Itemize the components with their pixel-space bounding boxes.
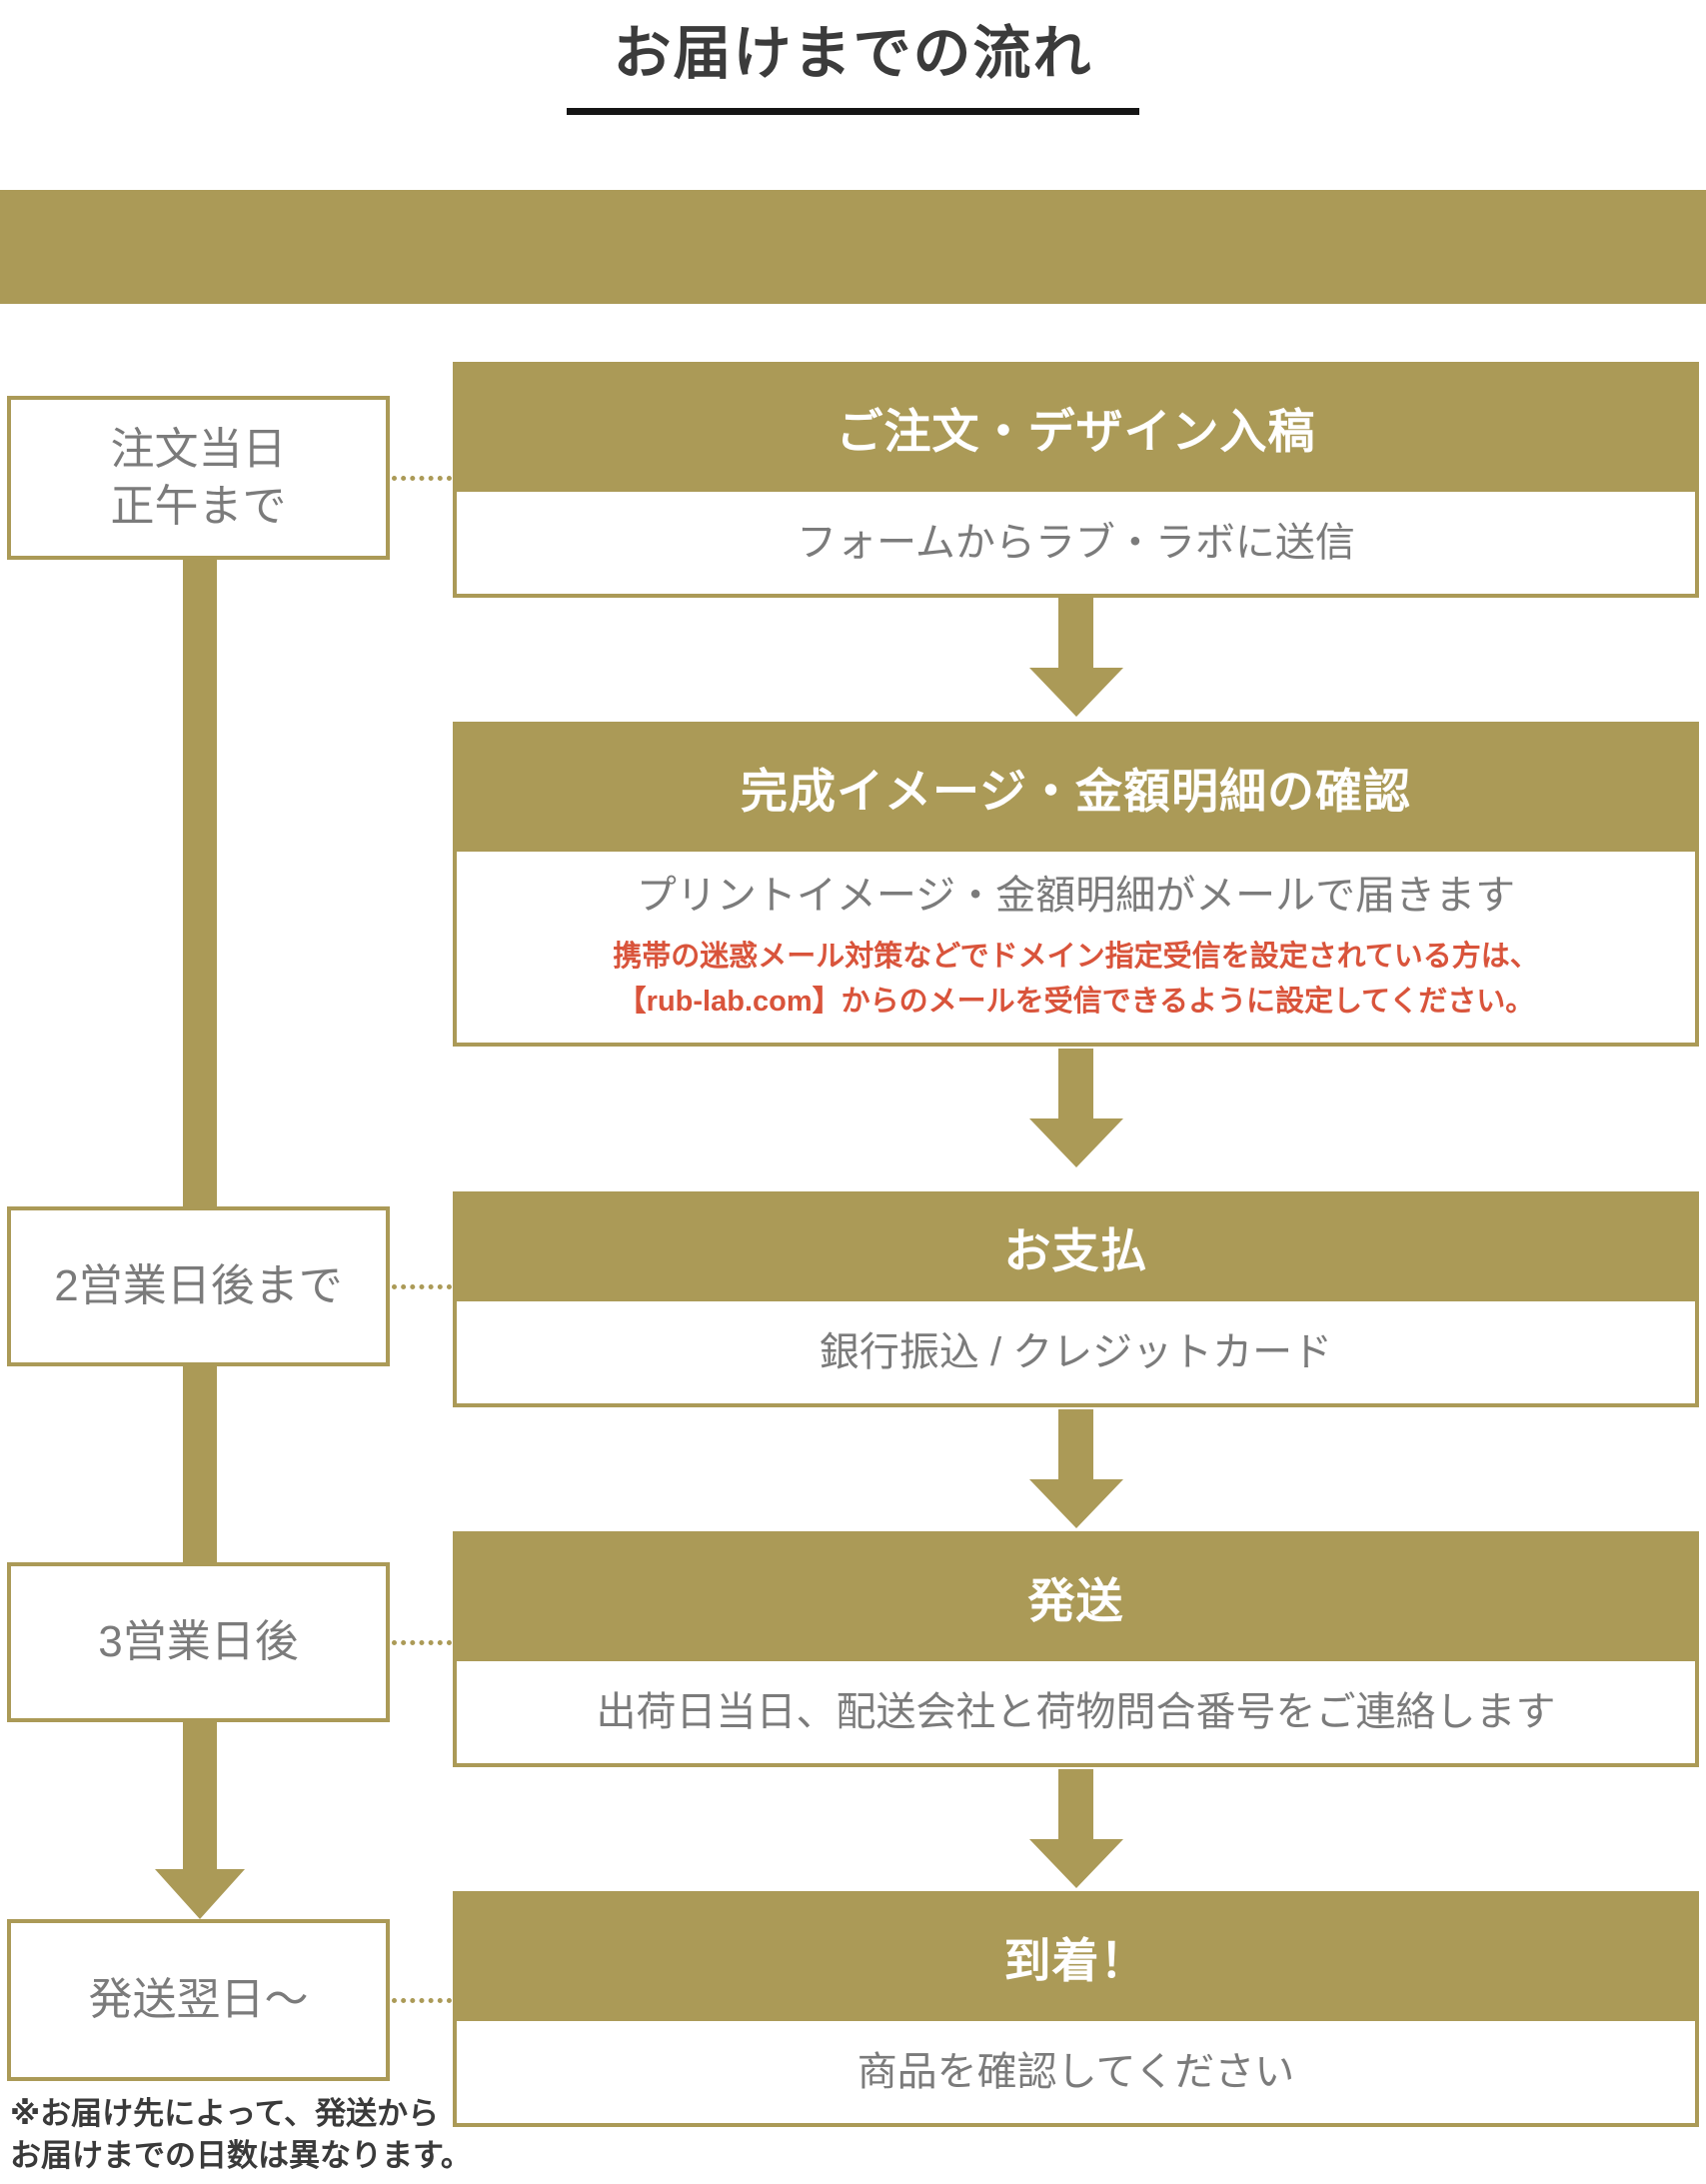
timeline-label-text: 正午まで <box>110 482 287 531</box>
step-payment: お支払 銀行振込 / クレジットカード <box>453 1191 1699 1407</box>
step-description: プリントイメージ・金額明細がメールで届きます <box>636 873 1516 918</box>
down-arrow-icon <box>1058 598 1093 668</box>
dotted-connector <box>392 1640 452 1645</box>
step-description: 出荷日当日、配送会社と荷物問合番号をご連絡します <box>596 1690 1556 1734</box>
timeline-label-text: 2営業日後まで <box>54 1261 343 1311</box>
step-order-submit: ご注文・デザイン入稿 フォームからラブ・ラボに送信 <box>453 362 1699 598</box>
step-title: 発送 <box>453 1531 1699 1661</box>
down-arrow-icon <box>1029 1118 1123 1167</box>
gold-banner <box>0 190 1706 304</box>
down-arrow-icon <box>1029 1479 1123 1528</box>
step-proof-confirmation: 完成イメージ・金額明細の確認 プリントイメージ・金額明細がメールで届きます 携帯… <box>453 722 1699 1047</box>
timeline-label-order-day: 注文当日 正午まで <box>7 396 390 560</box>
timeline-label-2-business-days: 2営業日後まで <box>7 1206 390 1366</box>
step-description: フォームからラブ・ラボに送信 <box>797 521 1355 565</box>
dotted-connector <box>392 476 452 481</box>
down-arrow-icon <box>1029 668 1123 717</box>
step-description: 銀行振込 / クレジットカード <box>819 1330 1333 1374</box>
step-title: 完成イメージ・金額明細の確認 <box>453 722 1699 852</box>
timeline-down-arrow-icon <box>155 1869 245 1919</box>
step-title: ご注文・デザイン入稿 <box>453 362 1699 492</box>
page-title: お届けまでの流れ <box>613 21 1093 86</box>
step-arrival: 到着！ 商品を確認してください <box>453 1891 1699 2127</box>
warning-line: 【rub-lab.com】からのメールを受信できるように設定してください。 <box>617 985 1535 1018</box>
mail-domain-warning: 携帯の迷惑メール対策などでドメイン指定受信を設定されている方は、 【rub-la… <box>613 935 1539 1025</box>
dotted-connector <box>392 1284 452 1289</box>
dotted-connector <box>392 1998 452 2003</box>
timeline-label-day-after-shipping: 発送翌日〜 <box>7 1919 390 2081</box>
step-title: お支払 <box>453 1191 1699 1301</box>
timeline-label-3-business-days: 3営業日後 <box>7 1562 390 1722</box>
timeline-label-text: 3営業日後 <box>98 1617 299 1667</box>
step-shipping: 発送 出荷日当日、配送会社と荷物問合番号をご連絡します <box>453 1531 1699 1767</box>
step-description: 商品を確認してください <box>856 2050 1295 2094</box>
warning-line: 携帯の迷惑メール対策などでドメイン指定受信を設定されている方は、 <box>613 940 1539 973</box>
footnote-line: ※お届け先によって、発送から <box>10 2096 440 2131</box>
down-arrow-icon <box>1058 1409 1093 1479</box>
down-arrow-icon <box>1029 1839 1123 1888</box>
delivery-days-footnote: ※お届け先によって、発送から お届けまでの日数は異なります。 <box>10 2093 472 2177</box>
footnote-line: お届けまでの日数は異なります。 <box>10 2137 472 2173</box>
step-title: 到着！ <box>453 1891 1699 2021</box>
timeline-label-text: 注文当日 <box>110 424 287 474</box>
down-arrow-icon <box>1058 1769 1093 1839</box>
timeline-label-text: 発送翌日〜 <box>88 1975 309 2025</box>
down-arrow-icon <box>1058 1049 1093 1118</box>
title-underline <box>567 108 1139 115</box>
